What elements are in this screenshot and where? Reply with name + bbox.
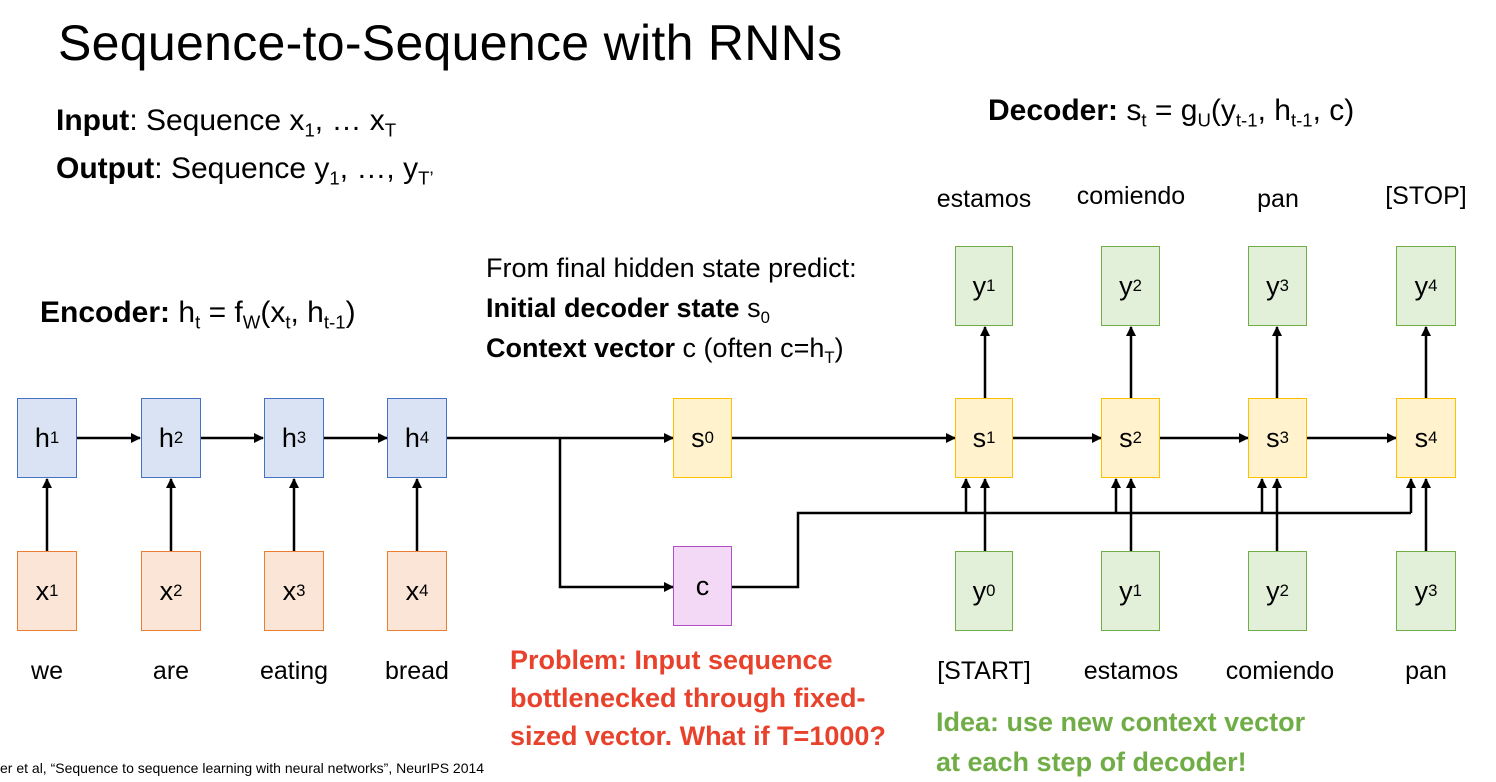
output-text: : Sequence y — [154, 152, 330, 185]
context-bus — [732, 511, 1411, 589]
encoder-equation: Encoder: ht = fW(xt, ht-1) — [40, 296, 356, 333]
input-word-4: bread — [385, 657, 449, 685]
context-vector-text: c (often c=h — [675, 333, 825, 363]
prediction-line-3: Context vector c (often c=hT) — [486, 333, 844, 367]
prediction-line-1: From final hidden state predict: — [486, 253, 857, 283]
idea-line-2: at each step of decoder! — [936, 747, 1247, 777]
context-vector-box: c — [673, 546, 732, 626]
input-word-1: we — [31, 657, 63, 685]
context-vector-label: Context vector — [486, 333, 676, 363]
arrow-h4-c — [558, 438, 674, 592]
prediction-line-2: Initial decoder state s0 — [486, 293, 770, 327]
decoder-input-word-1: [START] — [937, 657, 1031, 685]
decoder-label: Decoder: — [988, 94, 1119, 127]
output-label: Output — [56, 152, 155, 185]
decoder-input-word-4: pan — [1405, 657, 1447, 685]
idea-note: Idea: use new context vector at each ste… — [936, 702, 1305, 782]
output-description: Output: Sequence y1, …, yT’ — [56, 152, 434, 189]
prediction-note: From final hidden state predict: Initial… — [486, 248, 857, 368]
input-word-2: are — [152, 657, 190, 685]
encoder-label: Encoder: — [40, 296, 171, 329]
decoder-input-word-2: estamos — [1083, 657, 1179, 685]
input-label: Input — [56, 104, 130, 137]
initial-state-label: Initial decoder state — [486, 293, 740, 323]
input-description: Input: Sequence x1, … xT — [56, 104, 397, 141]
input-word-3: eating — [259, 657, 329, 685]
problem-line-1: Problem: Input sequence — [510, 645, 833, 675]
slide-title: Sequence-to-Sequence with RNNs — [58, 15, 843, 71]
decoder-equation: Decoder: st = gU(yt-1, ht-1, c) — [988, 94, 1355, 131]
encoder-eq-symbol: h — [178, 296, 196, 329]
problem-line-3: sized vector. What if T=1000? — [510, 721, 886, 751]
decoder-input-word-3: comiendo — [1225, 657, 1335, 685]
output-word-2: comiendo — [1076, 182, 1186, 210]
idea-line-1: Idea: use new context vector — [936, 707, 1306, 737]
initial-state-symbol: s — [739, 293, 761, 323]
output-word-4: [STOP] — [1385, 182, 1467, 210]
citation: er et al, “Sequence to sequence learning… — [0, 760, 485, 776]
output-word-1: estamos — [936, 185, 1032, 213]
problem-note: Problem: Input sequence bottlenecked thr… — [510, 641, 886, 755]
problem-line-2: bottlenecked through fixed- — [510, 683, 866, 713]
decoder-eq-symbol: s — [1126, 94, 1142, 127]
input-text: : Sequence x — [129, 104, 305, 137]
output-word-3: pan — [1257, 185, 1299, 213]
